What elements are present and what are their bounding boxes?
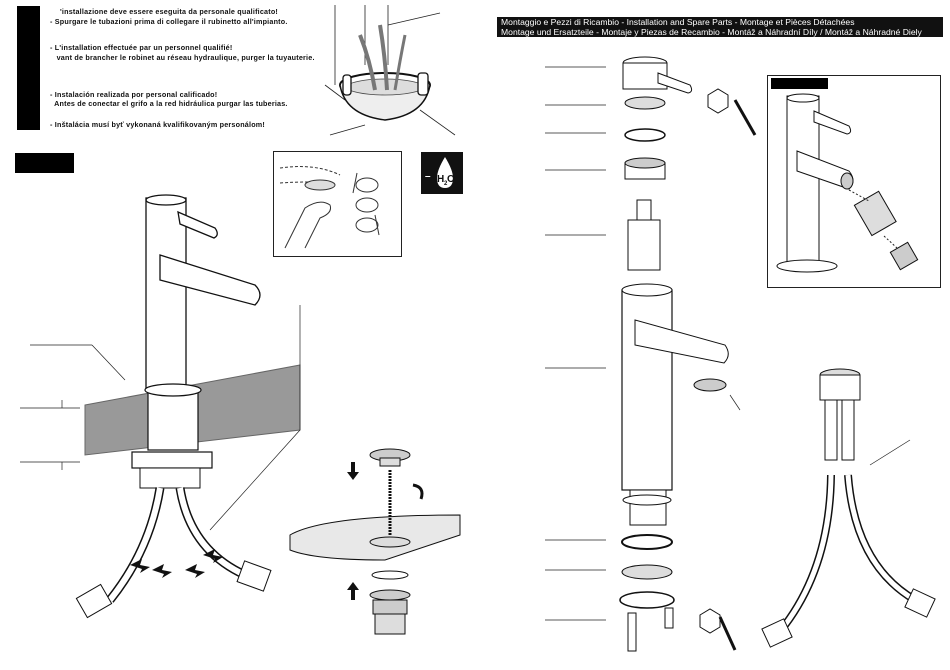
- flush-illustration: [324, 5, 456, 136]
- warning-line-it-1: 'installazione deve essere eseguita da p…: [60, 7, 279, 16]
- header-line-1: Montaggio e Pezzi di Ricambio - Installa…: [497, 17, 943, 27]
- detail-inset-drawing: [776, 93, 919, 273]
- left-black-bar: [17, 6, 40, 130]
- aerator-inset-panel: [273, 151, 402, 257]
- warning-line-it-2: - Spurgare le tubazioni prima di collega…: [50, 17, 288, 26]
- no-water-icon: – H 2 O: [421, 152, 463, 194]
- warning-line-sk: - Inštalácia musí byť vykonaná kvalifiko…: [50, 120, 265, 129]
- warning-line-es-1: - Instalación realizada por personal cal…: [50, 90, 218, 99]
- warning-line-fr-1: - L'installation effectuée par un person…: [50, 43, 233, 52]
- svg-text:O: O: [447, 174, 455, 185]
- step-label-box: [15, 153, 74, 173]
- flexible-hoses-drawing: [761, 368, 936, 648]
- drain-assembly-drawing: [289, 448, 461, 635]
- aerator-inset-drawing: [279, 166, 380, 249]
- warning-line-fr-2: vant de brancher le robinet au réseau hy…: [50, 53, 315, 62]
- warning-line-es-2: Antes de conectar el grifo a la red hidr…: [50, 99, 288, 108]
- exploded-parts-drawing: [545, 56, 757, 652]
- detail-label-box: [771, 78, 828, 89]
- svg-text:–: –: [425, 171, 431, 182]
- faucet-install-drawing: [20, 194, 301, 619]
- svg-text:H: H: [437, 174, 444, 185]
- svg-text:2: 2: [444, 181, 448, 187]
- header-line-2: Montage und Ersatzteile - Montaje y Piez…: [497, 27, 943, 37]
